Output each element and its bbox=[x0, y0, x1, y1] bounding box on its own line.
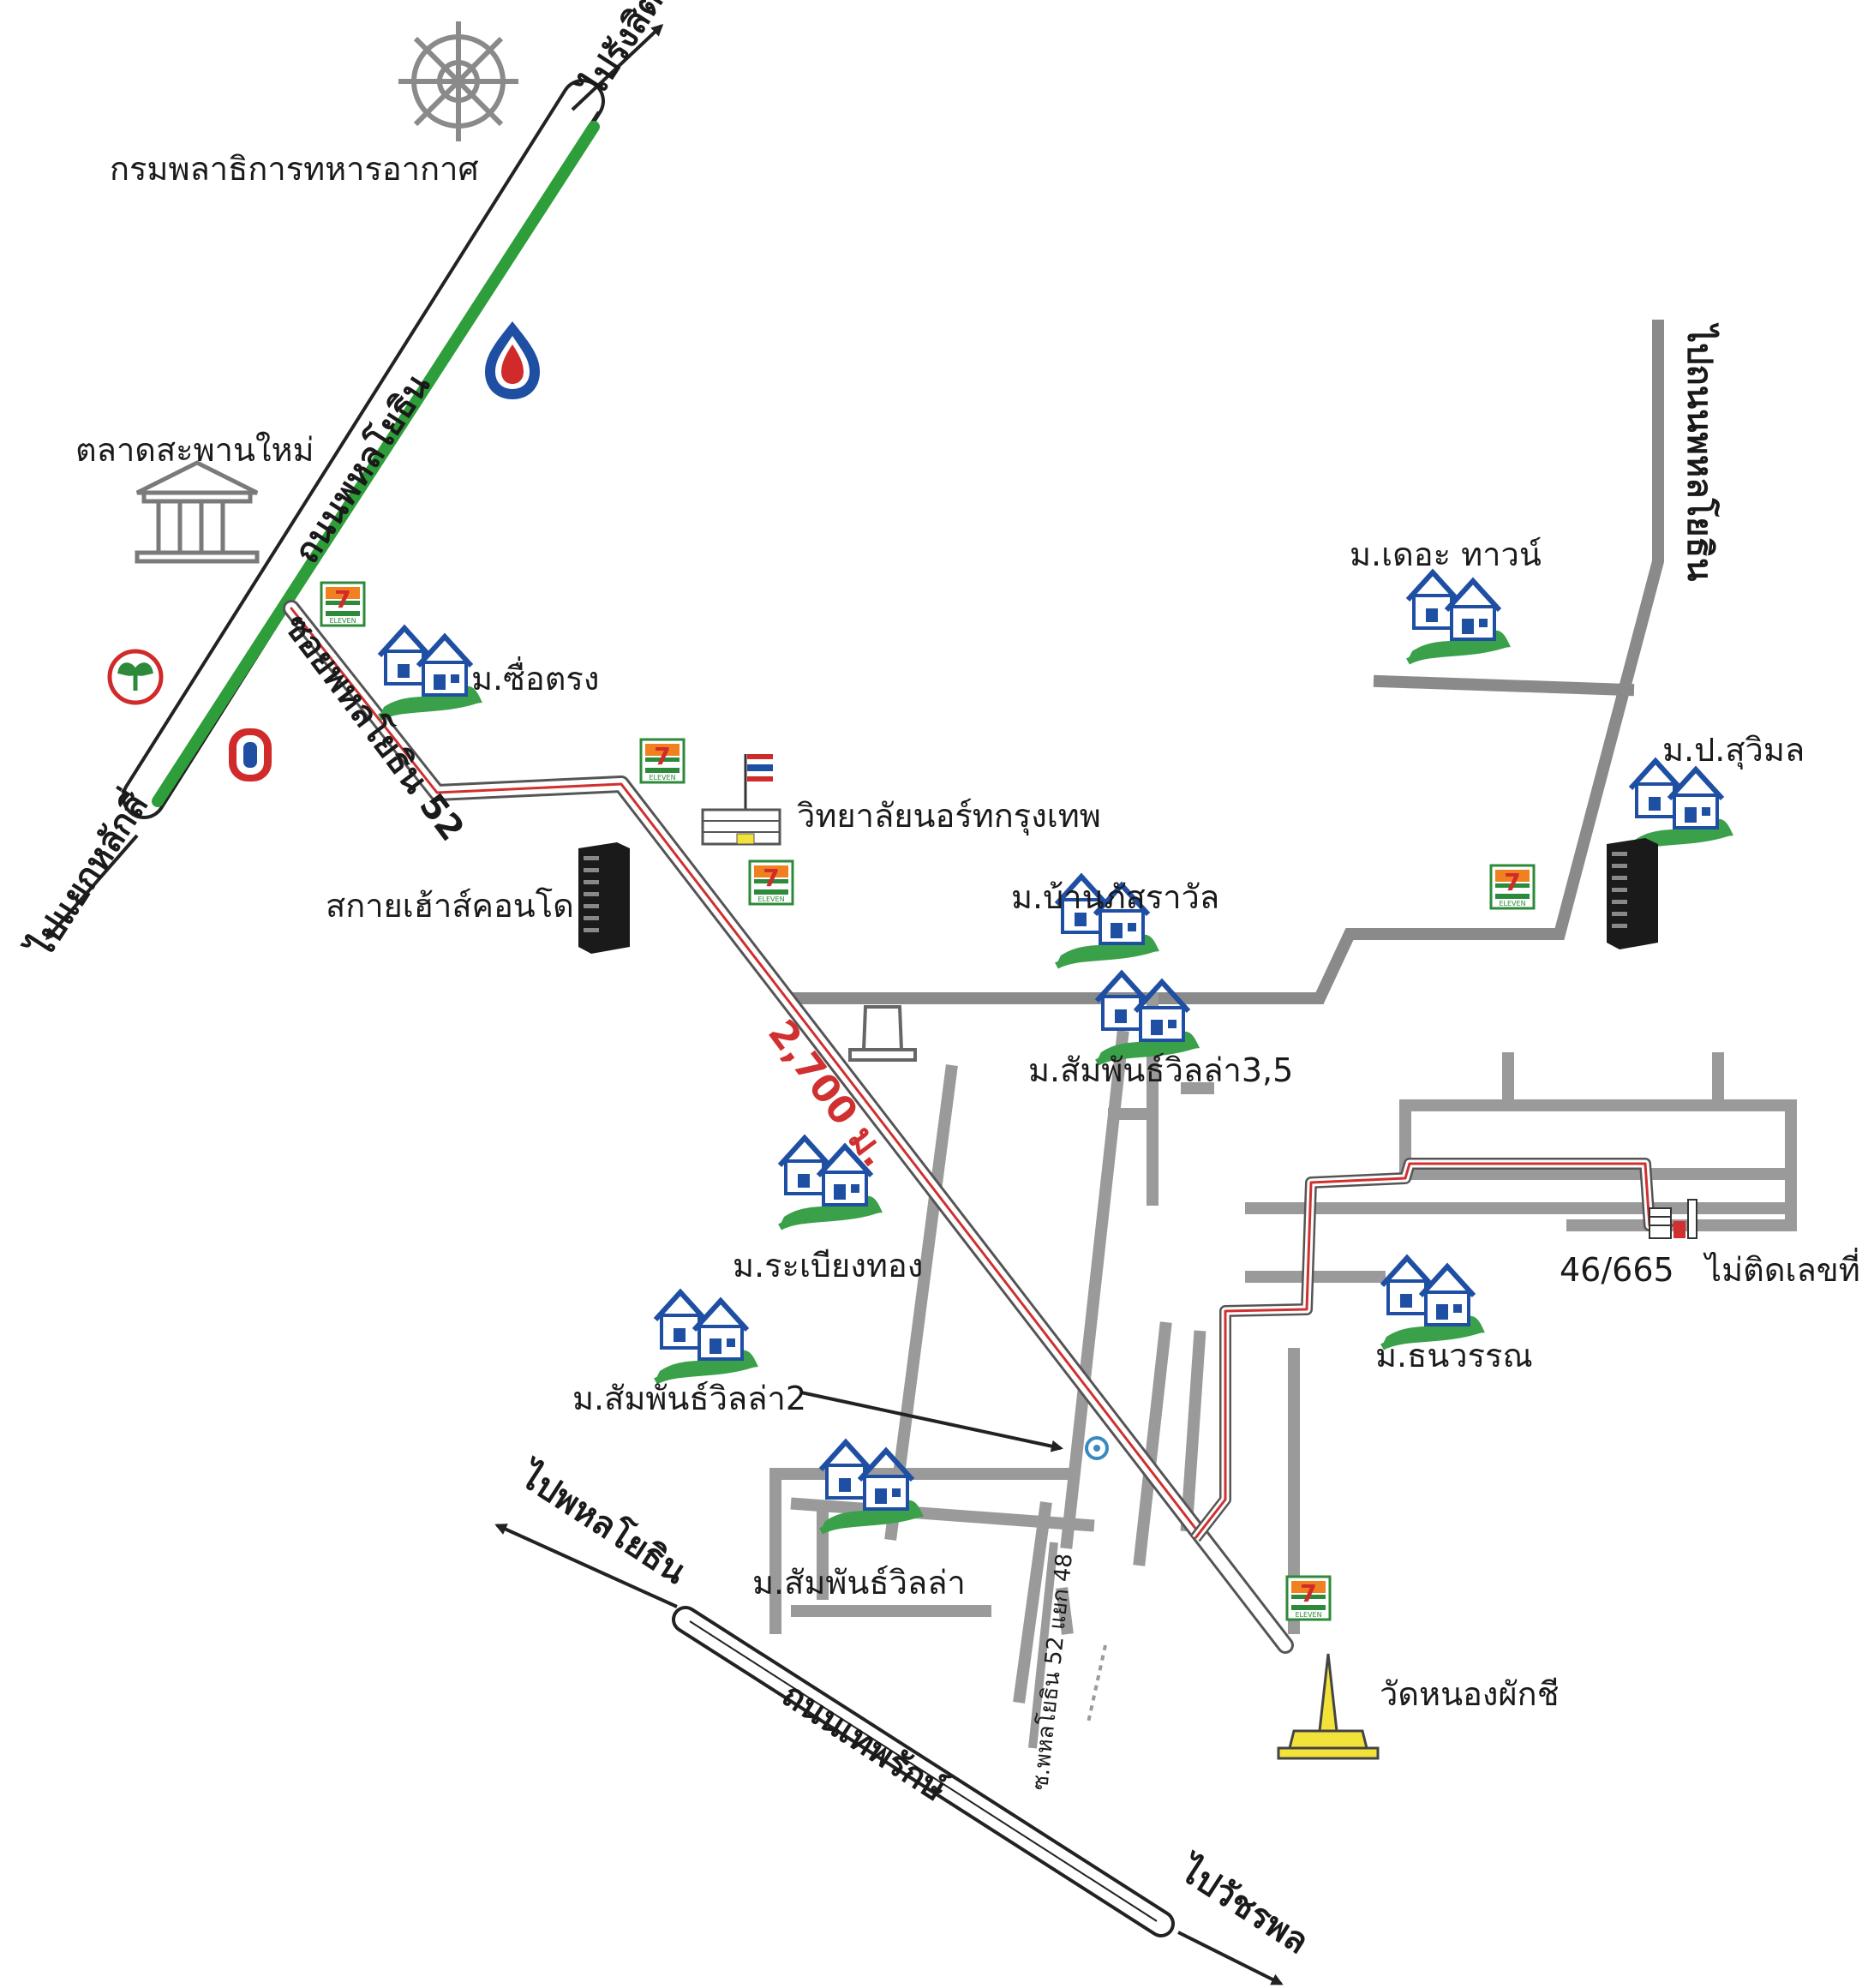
label-house-number: 46/665 bbox=[1560, 1251, 1674, 1289]
label-sky-house: สกายเฮ้าส์คอนโด bbox=[326, 887, 574, 925]
soi-52-road bbox=[283, 600, 1294, 1654]
label-sampan-35: ม.สัมพันธ์วิลล่า3,5 bbox=[1028, 1051, 1293, 1089]
label-to-rangsit: ไปรังสิต bbox=[572, 0, 671, 106]
label-sue-trong: ม.ซื่อตรง bbox=[471, 656, 599, 698]
dharma-wheel-icon bbox=[398, 21, 518, 141]
condo-tower-icon bbox=[578, 842, 630, 954]
label-market: ตลาดสะพานใหม่ bbox=[75, 431, 314, 469]
minor-roads bbox=[769, 320, 1797, 1704]
route-path bbox=[1190, 1158, 1675, 1542]
village-icon bbox=[380, 628, 482, 717]
target-house-icon bbox=[1649, 1199, 1697, 1239]
label-to-watcharaphon: ไปวัชรพล bbox=[1170, 1848, 1315, 1962]
label-suwimon: ม.ป.สุวิมล bbox=[1662, 731, 1805, 769]
label-wat: วัดหนองผักชี bbox=[1380, 1675, 1559, 1713]
7-eleven-icon bbox=[320, 581, 366, 627]
phahonyothin-road bbox=[122, 79, 605, 819]
label-baan-passaraval: ม.บ้านภัสราวัล bbox=[1011, 878, 1219, 916]
label-no-number: ไม่ติดเลขที่ bbox=[1703, 1248, 1860, 1289]
fuel-station-icon bbox=[229, 728, 272, 781]
roundabout-icon bbox=[1085, 1436, 1109, 1460]
building-icon bbox=[135, 460, 260, 564]
label-sampan-2: ม.สัมพันธ์วิลล่า2 bbox=[572, 1380, 806, 1417]
map-labels: กรมพลาธิการทหารอากาศ ตลาดสะพานใหม่ ถนนพห… bbox=[15, 0, 1860, 1962]
7-eleven-icon bbox=[639, 738, 686, 784]
label-to-laksi: ไปแยกหลักสี่ bbox=[15, 782, 157, 967]
ptt-gas-icon bbox=[485, 321, 540, 399]
gate-icon bbox=[848, 1005, 917, 1062]
temple-icon bbox=[1277, 1653, 1380, 1760]
kbank-icon bbox=[107, 649, 164, 705]
soi-48-road bbox=[1028, 1542, 1107, 1749]
label-sampan: ม.สัมพันธ์วิลล่า bbox=[752, 1564, 966, 1602]
village-icon bbox=[1408, 572, 1511, 662]
label-thanawan: ม.ธนวรรณ bbox=[1375, 1337, 1533, 1374]
label-the-town: ม.เดอะ ทาวน์ bbox=[1350, 536, 1542, 573]
condo-tower-icon bbox=[1607, 838, 1658, 949]
village-icon bbox=[821, 1442, 924, 1531]
7-eleven-icon bbox=[748, 859, 794, 906]
7-eleven-icon bbox=[1489, 864, 1536, 910]
label-north-college: วิทยาลัยนอร์ทกรุงเทพ bbox=[797, 797, 1101, 835]
label-soi-52: ซอยพหลโยธิน 52 bbox=[276, 607, 472, 848]
label-air-force: กรมพลาธิการทหารอากาศ bbox=[110, 150, 479, 188]
school-icon bbox=[701, 754, 781, 846]
village-icon bbox=[1631, 761, 1733, 850]
label-rabiang-thong: ม.ระเบียงทอง bbox=[733, 1247, 923, 1284]
village-icon bbox=[1097, 973, 1200, 1063]
7-eleven-icon bbox=[1285, 1575, 1332, 1621]
label-thep-road: ถนนเทพรักษ์ bbox=[775, 1675, 954, 1810]
village-icon bbox=[656, 1292, 758, 1381]
village-icon bbox=[1382, 1258, 1485, 1347]
label-to-phahon-road: ไปถนนพหลโยธิน bbox=[1679, 322, 1720, 581]
direction-arrows bbox=[45, 23, 1284, 1985]
thep-road bbox=[672, 1606, 1175, 1937]
